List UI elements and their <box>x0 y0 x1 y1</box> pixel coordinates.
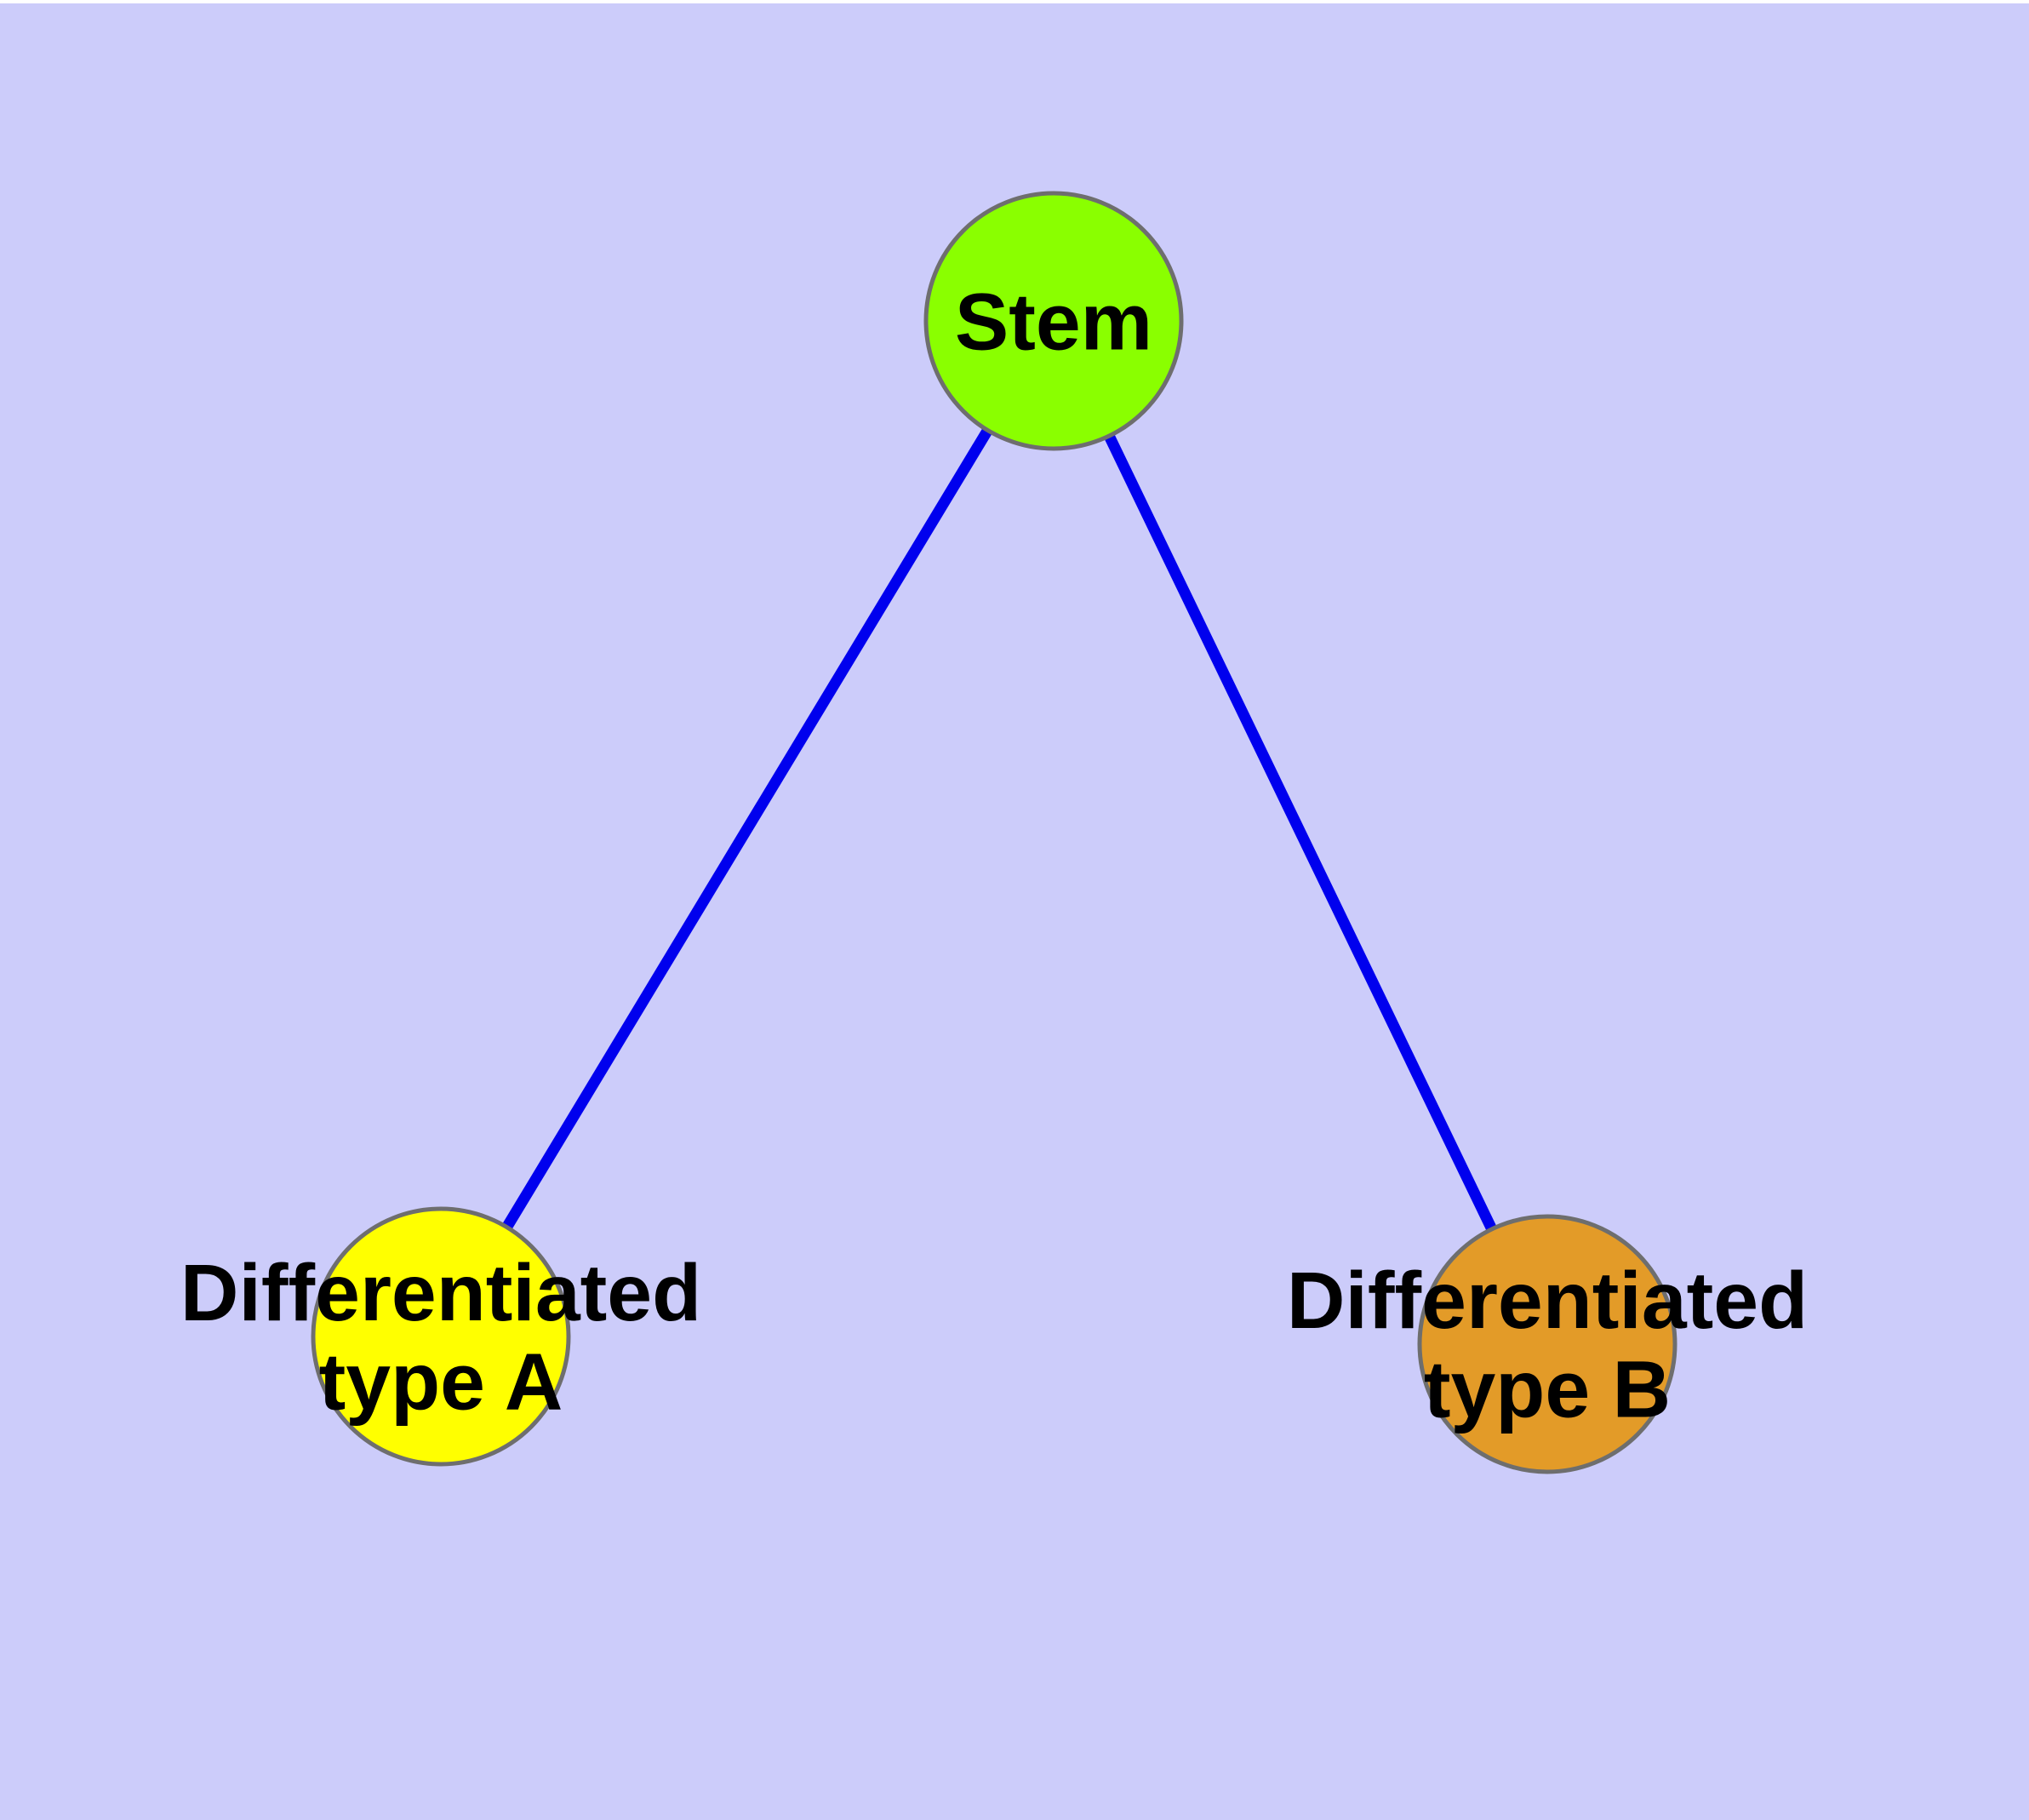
graph-edge-stem-to-a <box>500 426 994 1232</box>
graph-edge-stem-to-b <box>1103 432 1498 1233</box>
label-line: type A <box>319 1337 563 1428</box>
graph-node-label-stem: Stem <box>955 277 1152 367</box>
label-line: Differentiated <box>180 1248 701 1338</box>
edges-group <box>500 426 1498 1233</box>
nodes-group <box>311 191 1677 1474</box>
graph-node-diff_b[interactable] <box>1417 1214 1677 1474</box>
label-line: Differentiated <box>1287 1256 1808 1346</box>
graph-node-stem[interactable] <box>923 191 1184 451</box>
graph-node-diff_a[interactable] <box>311 1206 571 1467</box>
label-line: Stem <box>955 277 1152 367</box>
label-line: type B <box>1424 1345 1671 1435</box>
